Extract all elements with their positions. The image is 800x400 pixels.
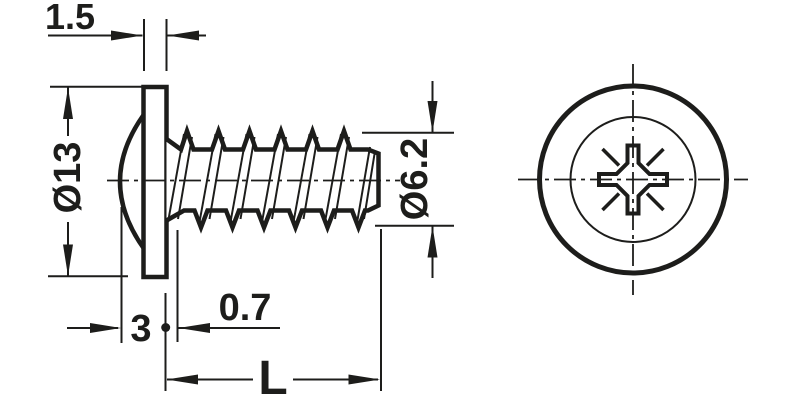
pozidriv-tick xyxy=(601,192,621,212)
thread-helix-line xyxy=(239,136,256,220)
pozidriv-tick xyxy=(645,147,665,167)
thread-helix-line xyxy=(271,136,287,220)
arrowhead xyxy=(90,323,121,333)
dim-head-height: 3 xyxy=(67,207,171,350)
pozidriv-recess xyxy=(597,143,669,216)
dimension-label: Ø13 xyxy=(47,142,89,214)
arrowhead xyxy=(178,323,210,333)
thread-helix-line xyxy=(324,133,342,223)
dim-screw-length: L xyxy=(164,229,382,400)
arrowhead xyxy=(427,226,438,258)
thread-helix-line xyxy=(229,133,248,223)
pozidriv-tick xyxy=(645,192,665,212)
dim-head-diameter: Ø13 xyxy=(47,85,142,278)
dim-neck-length: 0.7 xyxy=(176,230,280,342)
thread-helix-line xyxy=(198,133,217,223)
dimension-label: L xyxy=(258,352,287,400)
arrowhead xyxy=(63,87,73,119)
screw-head-dome-profile xyxy=(117,113,146,250)
dimension-label: 1.5 xyxy=(45,0,95,37)
head-outline-circle xyxy=(537,83,729,276)
thread-helix-line xyxy=(363,150,376,220)
thread-helix-line xyxy=(208,136,225,220)
arrowhead xyxy=(167,30,199,41)
thread-helix-line xyxy=(356,146,371,224)
dim-head-thickness: 1.5 xyxy=(45,0,206,71)
thread-helix-line xyxy=(261,133,279,223)
dim-thread-diameter: Ø6.2 xyxy=(362,81,454,278)
thread-helix-line xyxy=(167,133,185,223)
arrowhead xyxy=(63,244,73,276)
thread-helix-line xyxy=(302,136,319,220)
side-view xyxy=(107,84,400,280)
pozidriv-tick xyxy=(601,147,621,167)
arrowhead xyxy=(427,101,438,133)
thread-helix-line xyxy=(177,136,193,220)
dimension-label: Ø6.2 xyxy=(394,138,436,220)
pozidriv-ticks xyxy=(601,147,665,212)
thread-helix-line xyxy=(292,133,311,223)
dimension-label: 3 xyxy=(130,308,151,350)
dimension-label: 0.7 xyxy=(219,287,272,329)
thread-helix-lines xyxy=(167,133,376,224)
arrowhead xyxy=(166,374,198,385)
front-view xyxy=(518,64,748,295)
arrowhead xyxy=(348,374,380,385)
screw-head-flange xyxy=(141,84,169,280)
arrowhead xyxy=(111,30,143,41)
thread-helix-line xyxy=(334,136,350,220)
head-dome-circle xyxy=(569,116,697,243)
